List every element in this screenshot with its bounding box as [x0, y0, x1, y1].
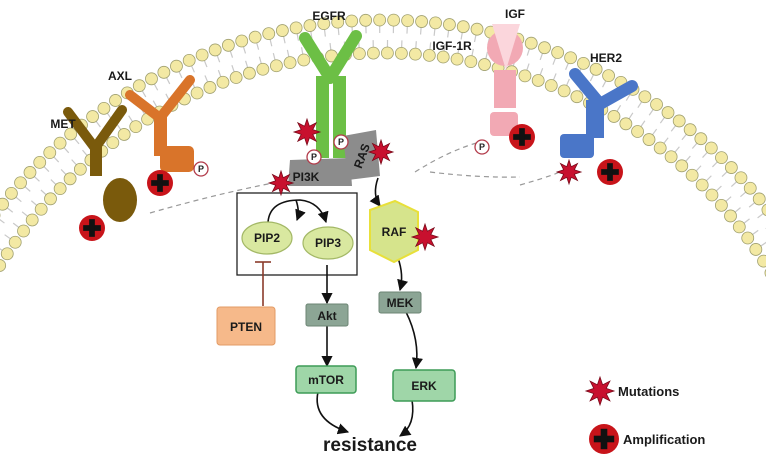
svg-text:P: P: [338, 137, 344, 147]
met-label: MET: [50, 117, 76, 131]
mutation-icon: [555, 158, 583, 186]
her2-label: HER2: [590, 51, 622, 65]
cell-membrane: [0, 13, 766, 278]
amplification-icon: [589, 424, 619, 454]
phospho-icon: P: [306, 149, 322, 165]
resistance-label: resistance: [323, 435, 417, 456]
legend: Mutations Amplification: [584, 375, 705, 454]
pi3k-label: PI3K: [293, 170, 320, 184]
svg-text:P: P: [198, 164, 204, 174]
phospho-icon: P: [474, 139, 490, 155]
amplification-icon: [509, 124, 535, 150]
amplification-icon: [597, 159, 623, 185]
mutation-icon: [367, 138, 395, 166]
her2-receptor: [560, 68, 638, 158]
svg-text:mTOR: mTOR: [308, 373, 344, 387]
mutation-icon: [410, 222, 440, 252]
svg-text:RAF: RAF: [382, 225, 407, 239]
amplification-plus-icon: [589, 424, 619, 454]
raf-node: RAF: [369, 199, 419, 264]
pip-box: [236, 192, 358, 276]
akt-node: Akt: [305, 303, 349, 327]
mutation-icon: [584, 375, 616, 407]
igf1r-receptor: [487, 24, 523, 136]
svg-text:ERK: ERK: [411, 379, 437, 393]
phospho-icon: P: [333, 134, 349, 150]
pten-inhibition: [255, 261, 271, 306]
pathway-arrows: [267, 177, 423, 437]
amplification-markers: [79, 124, 623, 241]
mutation-markers: [267, 117, 583, 252]
axl-receptor: [125, 75, 195, 172]
svg-text:Akt: Akt: [317, 309, 336, 323]
egfr-label: EGFR: [312, 9, 346, 23]
mutation-icon: [292, 117, 322, 147]
erk-node: ERK: [392, 369, 456, 402]
phospho-icon: P: [193, 161, 209, 177]
amplification-icon: [79, 215, 105, 241]
igf-label: IGF: [505, 7, 525, 21]
amplification-icon: [147, 170, 173, 196]
mek-node: MEK: [378, 291, 422, 314]
svg-text:PIP2: PIP2: [254, 231, 280, 245]
svg-text:P: P: [479, 142, 485, 152]
svg-text:PTEN: PTEN: [230, 320, 262, 334]
legend-mutations-label: Mutations: [618, 384, 679, 399]
pi3k-kinase: [288, 158, 352, 186]
svg-text:PIP3: PIP3: [315, 236, 341, 250]
met-receptor: [63, 105, 137, 222]
ras-kinase: [343, 130, 380, 180]
pten-node: PTEN: [216, 306, 276, 346]
axl-label: AXL: [108, 69, 132, 83]
svg-text:P: P: [311, 152, 317, 162]
legend-amplification-label: Amplification: [623, 432, 705, 447]
svg-text:MEK: MEK: [387, 296, 414, 310]
mtor-node: mTOR: [295, 365, 357, 394]
mutation-star-icon: [584, 375, 616, 407]
pip2-node: PIP2: [241, 221, 293, 255]
mutation-icon: [267, 169, 295, 197]
igf1r-label: IGF-1R: [432, 39, 472, 53]
phospho-markers: P P P P: [193, 134, 490, 177]
pip3-node: PIP3: [302, 226, 354, 260]
